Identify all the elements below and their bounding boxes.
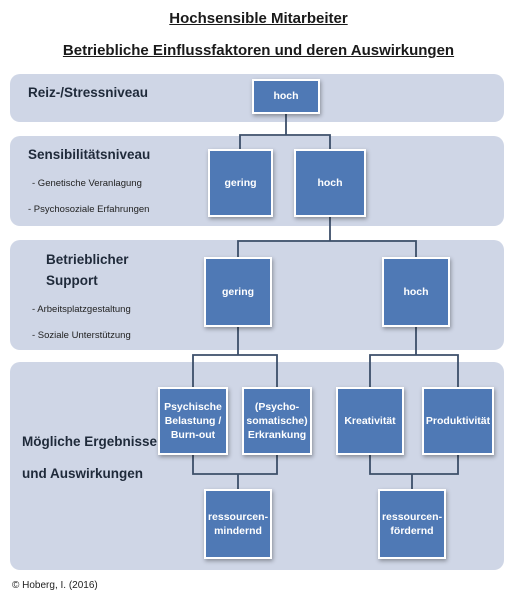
connector-support-gering-to-results <box>192 327 278 387</box>
node-ressourcen-foerdernd: ressourcen- fördernd <box>378 489 446 559</box>
connector-sens-to-support <box>237 217 417 257</box>
node-psychosomatische-erkrankung: (Psycho- somatische) Erkrankung <box>242 387 312 455</box>
node-support-gering: gering <box>204 257 272 327</box>
connector-results-to-mindernd <box>192 455 278 489</box>
node-ressourcen-mindernd: ressourcen- mindernd <box>204 489 272 559</box>
node-sens-hoch: hoch <box>294 149 366 217</box>
node-psychische-belastung: Psychische Belastung / Burn-out <box>158 387 228 455</box>
label-reiz-stressniveau: Reiz-/Stressniveau <box>28 85 149 100</box>
diagram-title: Hochsensible Mitarbeiter <box>169 10 348 27</box>
label-sensibilitaetsniveau: Sensibilitätsniveau <box>28 147 151 162</box>
node-produktivitaet: Produktivität <box>422 387 494 455</box>
connector-results-to-foerdernd <box>369 455 459 489</box>
copyright-notice: © Hoberg, I. (2016) <box>12 580 98 591</box>
connector-reiz-to-sens <box>239 114 331 149</box>
label-moegliche-ergebnisse: Mögliche Ergebnisse <box>22 434 158 449</box>
diagram-subtitle: Betriebliche Einflussfaktoren und deren … <box>62 42 455 59</box>
label-arbeitsplatzgestaltung: - Arbeitsplatzgestaltung <box>32 304 131 315</box>
label-support: Support <box>46 273 98 288</box>
node-sens-gering: gering <box>208 149 273 217</box>
label-betrieblicher: Betrieblicher <box>46 252 129 267</box>
label-genetische-veranlagung: - Genetische Veranlagung <box>32 178 142 189</box>
node-support-hoch: hoch <box>382 257 450 327</box>
label-und-auswirkungen: und Auswirkungen <box>22 466 143 481</box>
node-reiz-hoch: hoch <box>252 79 320 114</box>
connector-support-hoch-to-results <box>369 327 459 387</box>
label-psychosoziale-erfahrungen: - Psychosoziale Erfahrungen <box>28 204 150 215</box>
node-kreativitaet: Kreativität <box>336 387 404 455</box>
label-soziale-unterstuetzung: - Soziale Unterstützung <box>32 330 131 341</box>
